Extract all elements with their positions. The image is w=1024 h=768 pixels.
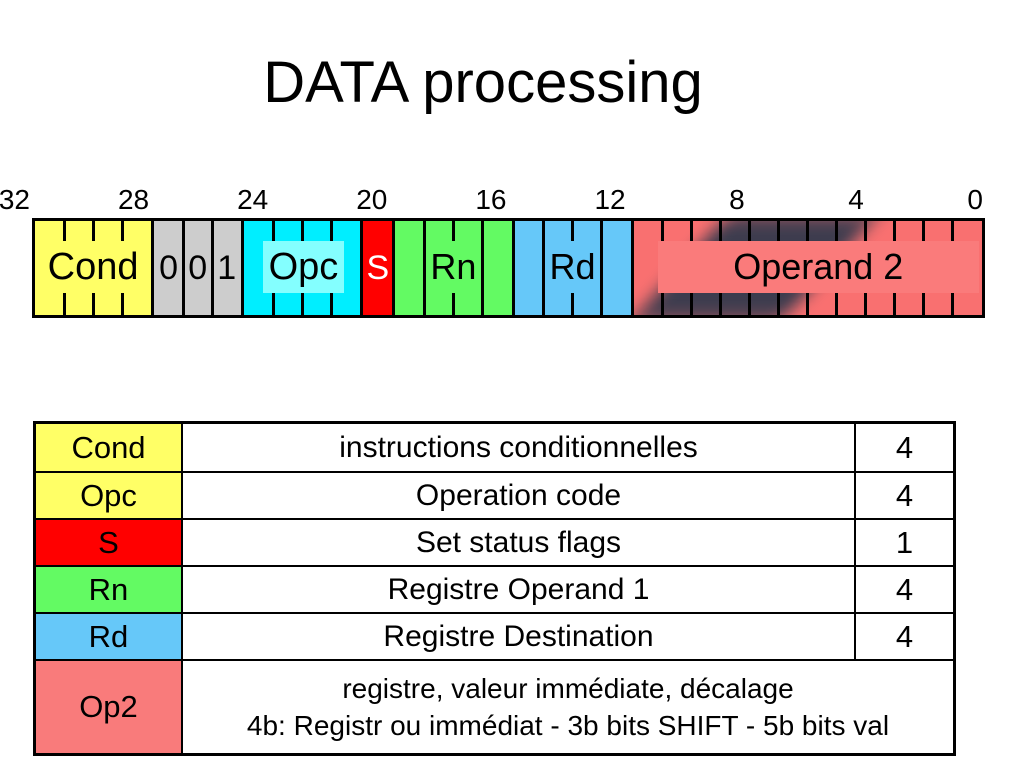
bit-divider-line	[422, 221, 426, 315]
bit-divider-line	[600, 221, 604, 315]
field-label-s: S	[366, 249, 390, 287]
bit-number-28: 28	[117, 184, 150, 215]
fixed-bit-value: 0	[159, 248, 179, 287]
legend-description-line: registre, valeur immédiate, décalage	[342, 672, 794, 704]
legend-row-rd: Rd Registre Destination 4	[36, 612, 953, 659]
legend-description-cond: instructions conditionnelles	[339, 430, 698, 464]
legend-field-rd: Rd	[36, 614, 183, 659]
legend-field-cond: Cond	[36, 424, 183, 471]
bit-divider-line	[480, 221, 484, 315]
bit-number-20: 20	[356, 184, 388, 215]
legend-bitcount-rn: 4	[854, 567, 953, 612]
bit-divider-line	[210, 221, 214, 315]
field-label-opc: Opc	[262, 241, 345, 293]
legend-description-rn: Registre Operand 1	[387, 572, 650, 606]
legend-bitcount-s: 1	[854, 520, 953, 565]
bit-number-4: 4	[848, 184, 864, 215]
legend-description-opc: Operation code	[415, 478, 622, 512]
legend-description-line: 4b: Registr ou immédiat - 3b bits SHIFT …	[246, 710, 890, 741]
legend-field-rn: Rn	[36, 567, 183, 612]
fixed-bit-value: 0	[188, 248, 208, 287]
field-s: S	[360, 221, 393, 315]
bit-number-12: 12	[594, 184, 626, 215]
bit-number-16: 16	[475, 184, 507, 215]
field-label-rd: Rd	[545, 241, 600, 293]
field-label-cond: Cond	[40, 241, 146, 293]
field-opc: Opc	[241, 221, 361, 315]
legend-description-op2: registre, valeur immédiate, décalage 4b: …	[183, 661, 953, 753]
page-title: DATA processing	[263, 50, 703, 115]
bit-divider-line	[181, 221, 185, 315]
bit-divider-line	[542, 221, 546, 315]
legend-bitcount-opc: 4	[854, 473, 953, 518]
legend-description-rd: Registre Destination	[383, 619, 654, 653]
legend-field-opc: Opc	[36, 473, 183, 518]
bit-number-32: 32	[0, 184, 30, 215]
bit-number-0: 0	[967, 184, 983, 215]
field-label-operand2: Operand 2	[658, 241, 979, 293]
field-rd: Rd	[511, 221, 631, 315]
legend-bitcount-cond: 4	[854, 424, 953, 471]
legend-row-s: S Set status flags 1	[36, 518, 953, 565]
field-rn: Rn	[392, 221, 512, 315]
legend-field-op2: Op2	[36, 661, 183, 753]
field-cond: Cond	[35, 221, 152, 315]
field-label-rn: Rn	[426, 241, 481, 293]
field-operand2: Operand 2	[630, 221, 982, 315]
bit-number-8: 8	[729, 184, 745, 215]
legend-row-rn: Rn Registre Operand 1 4	[36, 565, 953, 612]
legend-field-s: S	[36, 520, 183, 565]
fixed-bit-value: 1	[217, 248, 237, 287]
legend-row-cond: Cond instructions conditionnelles 4	[36, 424, 953, 471]
legend-bitcount-rd: 4	[854, 614, 953, 659]
bit-number-24: 24	[237, 184, 269, 215]
legend-description-s: Set status flags	[415, 525, 622, 559]
legend-row-op2: Op2 registre, valeur immédiate, décalage 4…	[36, 659, 953, 753]
legend-row-opc: Opc Operation code 4	[36, 471, 953, 518]
